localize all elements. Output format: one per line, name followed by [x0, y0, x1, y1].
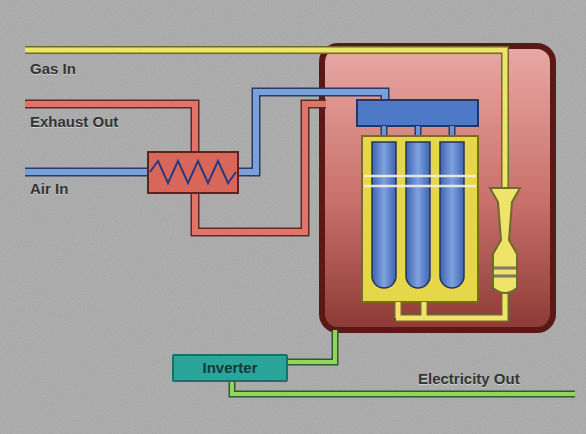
heat-exchanger — [148, 152, 238, 193]
gas-return-outline — [396, 292, 505, 318]
cell-tube — [406, 142, 430, 288]
stack-band — [364, 176, 476, 186]
reformer-band — [494, 268, 516, 276]
inverter-box: Inverter — [172, 354, 288, 382]
air-manifold — [357, 100, 478, 126]
node-label: Inverter — [202, 359, 257, 377]
pipe-label: Electricity Out — [418, 370, 520, 388]
cell-tube — [440, 142, 464, 288]
pipe-label: Exhaust Out — [30, 113, 118, 131]
pipe-label: Gas In — [30, 60, 76, 78]
heat-exchanger-coil — [150, 161, 236, 183]
gas-reformer — [490, 188, 520, 293]
pipe-label: Air In — [30, 180, 68, 198]
gas-return — [396, 292, 505, 318]
cell-stack — [362, 136, 478, 302]
cell-tube — [372, 142, 396, 288]
